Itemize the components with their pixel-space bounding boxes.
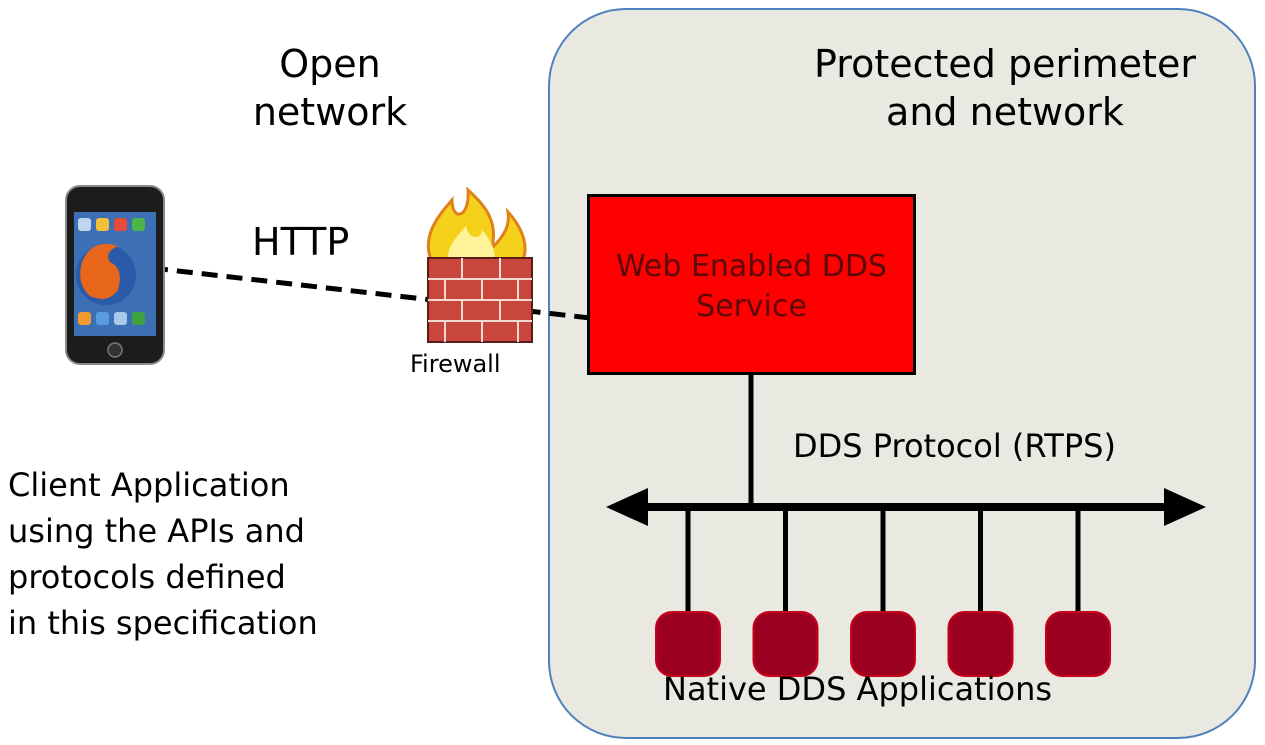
native-apps-label: Native DDS Applications: [663, 670, 1053, 708]
client-description-line1: Client Application: [8, 466, 290, 504]
dds-bus-arrow: [606, 488, 1206, 526]
native-app-node: [1045, 611, 1111, 677]
open-network-title-line2: network: [252, 90, 408, 134]
open-network-title: Open network: [220, 40, 440, 136]
browser-logo-icon: [76, 244, 136, 305]
dds-protocol-label: DDS Protocol (RTPS): [793, 427, 1116, 465]
open-network-title-line1: Open: [279, 42, 381, 86]
http-label: HTTP: [252, 220, 350, 264]
service-label-line2: Service: [696, 289, 807, 324]
application-drop-lines: [685, 507, 1081, 612]
native-app-node: [752, 611, 819, 677]
client-description: Client Application using the APIs and pr…: [8, 462, 318, 646]
native-app-node: [655, 611, 721, 677]
native-app-node: [850, 611, 916, 677]
native-app-nodes: [655, 611, 1111, 677]
protected-network-title-line1: Protected perimeter: [814, 42, 1196, 86]
client-description-line2: using the APIs and: [8, 512, 305, 550]
protected-network-title: Protected perimeter and network: [770, 40, 1240, 136]
client-description-line4: in this specification: [8, 604, 318, 642]
client-description-line3: protocols defined: [8, 558, 286, 596]
phone-icon: [65, 185, 165, 365]
web-enabled-dds-service-box: Web Enabled DDS Service: [587, 194, 916, 375]
protected-network-title-line2: and network: [886, 90, 1124, 134]
firewall-icon: [426, 186, 533, 343]
service-label: Web Enabled DDS Service: [590, 247, 913, 327]
native-app-node: [947, 611, 1014, 677]
firewall-label: Firewall: [410, 350, 501, 378]
service-label-line1: Web Enabled DDS: [616, 249, 887, 284]
